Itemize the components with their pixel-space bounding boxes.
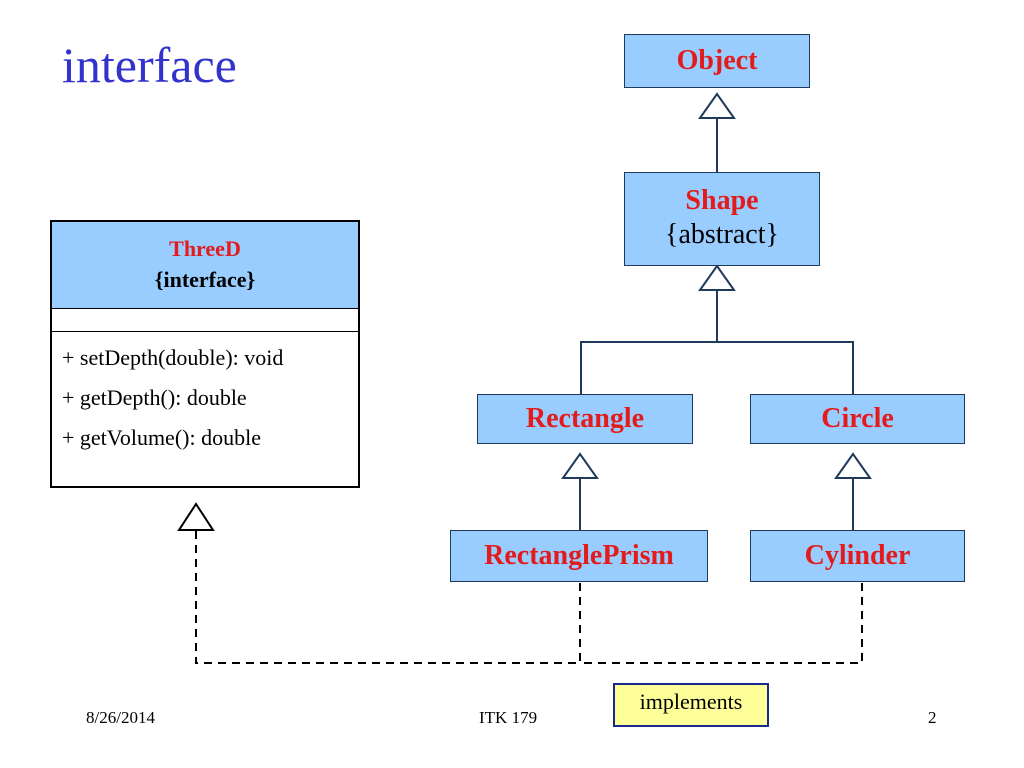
class-circle-name: Circle: [821, 402, 894, 434]
class-shape-name: Shape: [685, 185, 759, 217]
class-cylinder-name: Cylinder: [804, 539, 911, 571]
interface-threed-operations: + setDepth(double): void + getDepth(): d…: [52, 332, 358, 458]
interface-threed-stereotype: {interface}: [154, 267, 256, 292]
operation-get-depth: + getDepth(): double: [62, 385, 247, 410]
class-shape: Shape {abstract}: [624, 172, 820, 266]
class-object-name: Object: [676, 44, 758, 76]
class-object: Object: [624, 34, 810, 88]
implements-line-cylinder: [580, 583, 863, 664]
interface-threed-name: ThreeD: [169, 236, 241, 262]
slide-title: interface: [62, 37, 237, 93]
interface-threed-header: ThreeD {interface}: [52, 222, 358, 309]
interface-threed-attributes: [52, 309, 358, 332]
inherit-arrow-object: [698, 92, 736, 119]
footer-course: ITK 179: [479, 708, 538, 727]
class-rectangle: Rectangle: [477, 394, 693, 444]
inherit-arrow-shape: [698, 264, 736, 291]
class-rectangle-name: Rectangle: [525, 402, 645, 434]
operation-get-volume: + getVolume(): double: [62, 425, 261, 450]
class-cylinder: Cylinder: [750, 530, 965, 582]
interface-threed: ThreeD {interface} + setDepth(double): v…: [50, 220, 360, 488]
class-rectangle-prism-name: RectanglePrism: [484, 539, 674, 571]
implements-arrow-threed: [177, 502, 215, 531]
footer-date: 8/26/2014: [86, 708, 155, 727]
class-shape-stereotype: {abstract}: [665, 218, 779, 250]
class-rectangle-prism: RectanglePrism: [450, 530, 708, 582]
inherit-line-rect-circle-shape: [580, 341, 854, 394]
class-circle: Circle: [750, 394, 965, 444]
operation-set-depth: + setDepth(double): void: [62, 345, 284, 370]
inherit-arrow-rectangle: [561, 452, 599, 479]
implements-line: [195, 530, 581, 664]
implements-label: implements: [613, 683, 769, 727]
inherit-arrow-circle: [834, 452, 872, 479]
footer-page-number: 2: [928, 708, 937, 727]
